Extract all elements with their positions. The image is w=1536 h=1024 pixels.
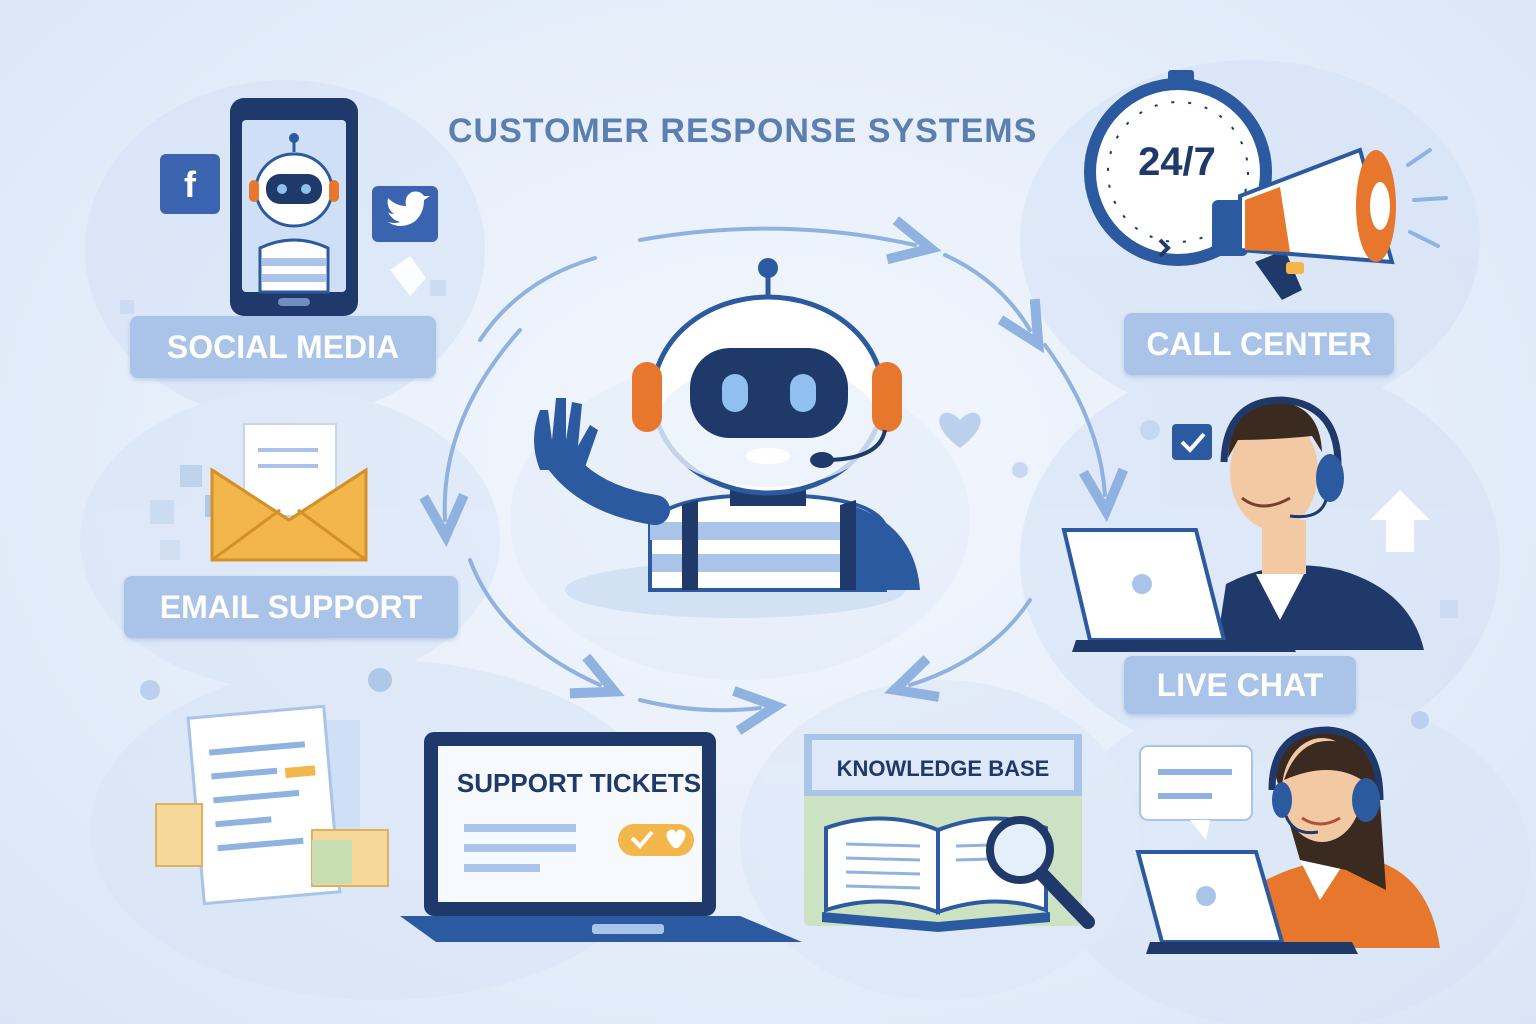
flow-arrow-bottom-left (468, 558, 625, 699)
flow-arrow-left (419, 328, 522, 548)
support-laptop-icon (400, 732, 802, 942)
social-media-label: SOCIAL MEDIA (130, 316, 436, 378)
availability-badge: 24/7 (1138, 140, 1216, 184)
facebook-icon (160, 154, 220, 214)
call-center-label: CALL CENTER (1124, 313, 1394, 375)
check-badge-icon (1172, 424, 1212, 460)
laptop-icon (1061, 528, 1296, 652)
flow-arrow-bottom (638, 686, 787, 735)
social-media-illustration (160, 98, 438, 316)
megaphone-icon (1212, 147, 1396, 300)
facebook-icon-glyph: f (184, 164, 196, 205)
email-support-label: EMAIL SUPPORT (124, 576, 458, 638)
twitter-icon (372, 186, 438, 242)
knowledge-base-panel (804, 734, 1095, 932)
up-arrow-icon (1370, 490, 1430, 552)
live-chat-label: LIVE CHAT (1124, 656, 1356, 714)
female-agent (1135, 726, 1440, 954)
call-center-illustration (1084, 70, 1448, 300)
flow-arrow-top-right (943, 253, 1044, 354)
laptop-icon (1135, 850, 1358, 954)
phone-robot-icon (249, 133, 339, 294)
page-title: CUSTOMER RESPONSE SYSTEMS (448, 112, 1038, 150)
live-chat-agent (1061, 396, 1430, 652)
sound-waves (1406, 148, 1448, 248)
chat-bubble-icon (1139, 745, 1253, 840)
email-envelope-icon (210, 423, 368, 562)
magnifier-icon (986, 816, 1095, 929)
knowledge-base-label: KNOWLEDGE BASE (836, 756, 1050, 781)
chatbot-robot (534, 258, 920, 618)
ticket-documents-icon (155, 704, 389, 906)
support-tickets-label: SUPPORT TICKETS (456, 768, 702, 798)
flow-arrow-top-left (478, 256, 597, 342)
flow-arrow-top (638, 216, 942, 265)
flow-arrow-bottom-right (884, 598, 1032, 702)
flow-arrows (419, 216, 1128, 735)
robot-hand (534, 398, 598, 470)
flow-arrow-right (1043, 343, 1128, 523)
